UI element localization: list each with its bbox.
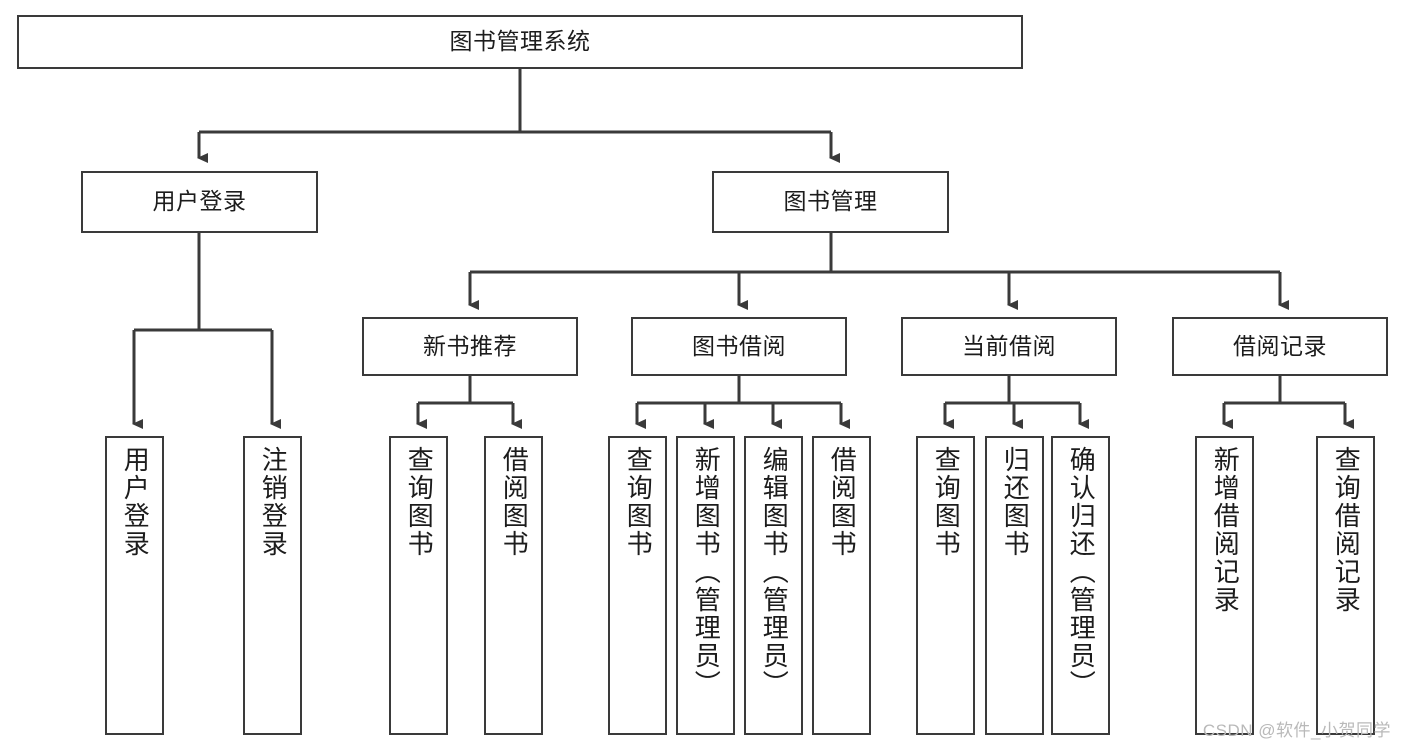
- node-leaf-query-book-2-label: 查询图书: [623, 446, 654, 558]
- node-leaf-add-book[interactable]: 新增图书（管理员）: [676, 436, 735, 735]
- node-leaf-query-book-1[interactable]: 查询图书: [389, 436, 448, 735]
- node-leaf-user-login-label: 用户登录: [120, 446, 151, 558]
- node-borrow-record[interactable]: 借阅记录: [1172, 317, 1388, 376]
- node-leaf-edit-book[interactable]: 编辑图书（管理员）: [744, 436, 803, 735]
- node-new-book-recommend[interactable]: 新书推荐: [362, 317, 578, 376]
- node-leaf-confirm-return-label: 确认归还（管理员）: [1066, 446, 1097, 698]
- node-current-borrow[interactable]: 当前借阅: [901, 317, 1117, 376]
- node-leaf-query-book-2[interactable]: 查询图书: [608, 436, 667, 735]
- node-leaf-user-logout[interactable]: 注销登录: [243, 436, 302, 735]
- node-leaf-query-book-1-label: 查询图书: [404, 446, 435, 558]
- node-leaf-add-record-label: 新增借阅记录: [1210, 446, 1241, 614]
- node-new-book-recommend-label: 新书推荐: [423, 332, 517, 359]
- node-leaf-confirm-return[interactable]: 确认归还（管理员）: [1051, 436, 1110, 735]
- node-leaf-borrow-book-1[interactable]: 借阅图书: [484, 436, 543, 735]
- node-book-manage[interactable]: 图书管理: [712, 171, 949, 233]
- node-book-borrow-label: 图书借阅: [692, 332, 786, 359]
- node-leaf-query-book-3[interactable]: 查询图书: [916, 436, 975, 735]
- node-leaf-borrow-book-2[interactable]: 借阅图书: [812, 436, 871, 735]
- node-leaf-query-record-label: 查询借阅记录: [1331, 446, 1362, 614]
- node-leaf-return-book[interactable]: 归还图书: [985, 436, 1044, 735]
- node-root[interactable]: 图书管理系统: [17, 15, 1023, 69]
- node-leaf-user-logout-label: 注销登录: [258, 446, 289, 558]
- node-leaf-query-book-3-label: 查询图书: [931, 446, 962, 558]
- node-user-login[interactable]: 用户登录: [81, 171, 318, 233]
- node-borrow-record-label: 借阅记录: [1233, 332, 1327, 359]
- node-leaf-add-record[interactable]: 新增借阅记录: [1195, 436, 1254, 735]
- node-book-borrow[interactable]: 图书借阅: [631, 317, 847, 376]
- node-leaf-edit-book-label: 编辑图书（管理员）: [759, 446, 790, 698]
- node-current-borrow-label: 当前借阅: [962, 332, 1056, 359]
- node-leaf-user-login[interactable]: 用户登录: [105, 436, 164, 735]
- node-user-login-label: 用户登录: [152, 188, 247, 215]
- node-leaf-query-record[interactable]: 查询借阅记录: [1316, 436, 1375, 735]
- node-book-manage-label: 图书管理: [783, 188, 878, 215]
- node-leaf-borrow-book-1-label: 借阅图书: [499, 446, 530, 558]
- node-leaf-return-book-label: 归还图书: [1000, 446, 1031, 558]
- node-leaf-borrow-book-2-label: 借阅图书: [827, 446, 858, 558]
- node-leaf-add-book-label: 新增图书（管理员）: [691, 446, 722, 698]
- node-root-label: 图书管理系统: [449, 28, 591, 55]
- csdn-watermark: CSDN @软件_小贺同学: [1202, 721, 1391, 740]
